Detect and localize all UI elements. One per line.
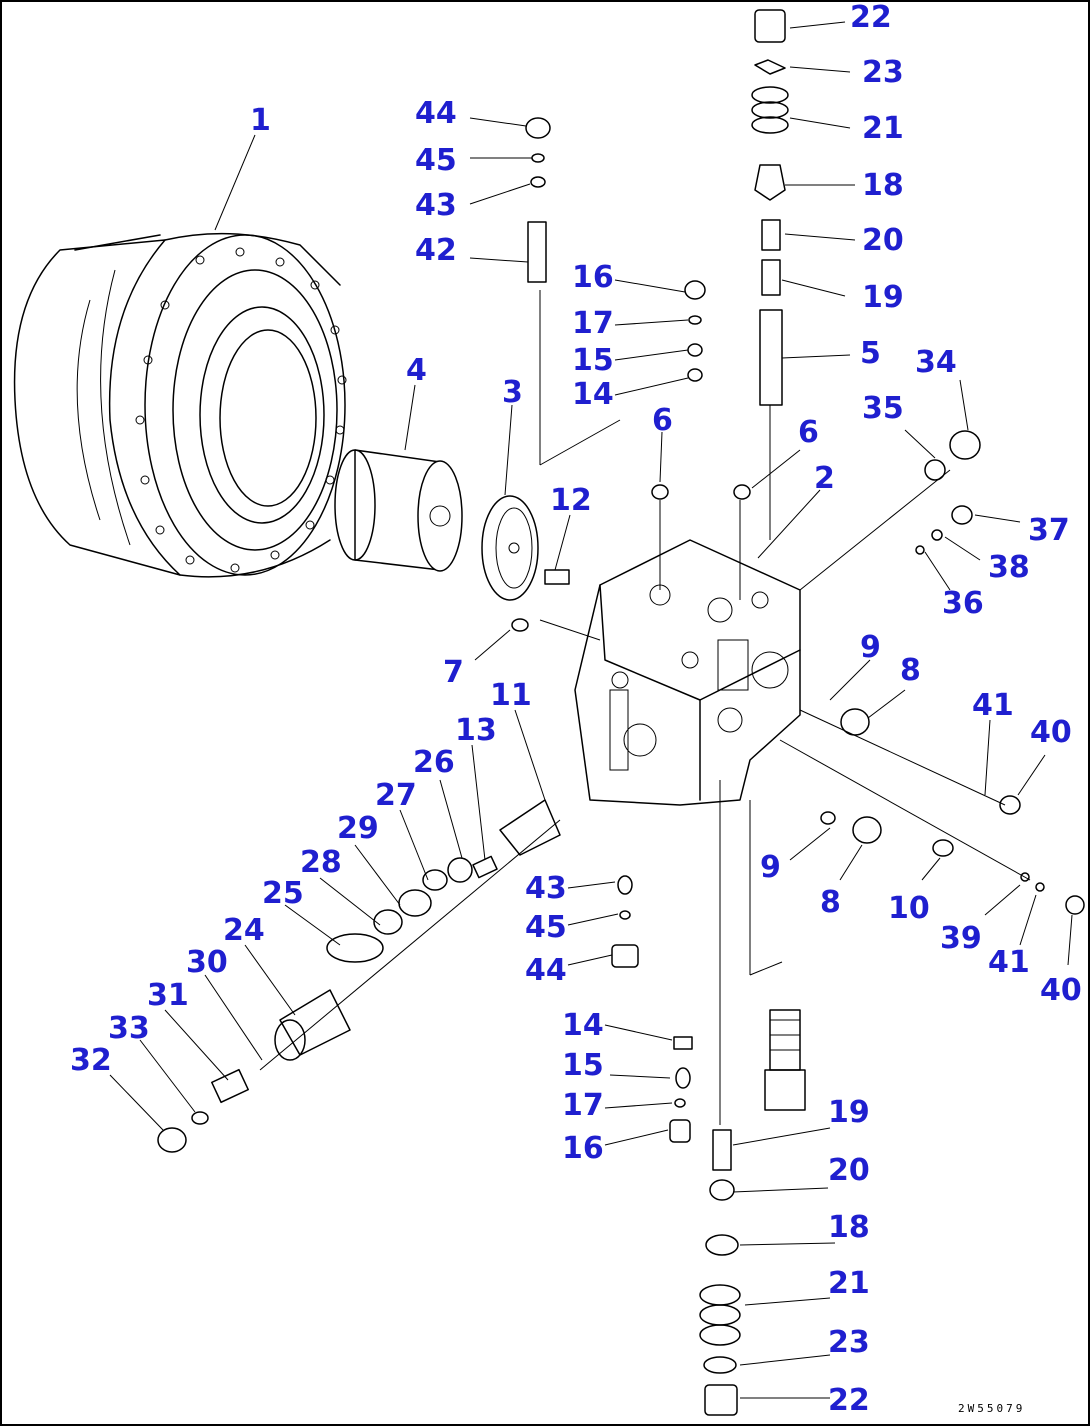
- callout-label: 8: [900, 653, 921, 688]
- callout-label: 1: [250, 103, 271, 138]
- solenoid-valve: [764, 1009, 806, 1111]
- callout-label: 43: [525, 871, 567, 906]
- callout-label: 21: [828, 1266, 870, 1301]
- callout-label: 40: [1040, 973, 1082, 1008]
- callout-label: 7: [443, 655, 464, 690]
- callout-label: 28: [300, 845, 342, 880]
- callout-labels: 22 23 21 18 20 19 5 44 45 43 42 1 16 17 …: [70, 0, 1082, 1418]
- callout-label: 9: [860, 630, 881, 665]
- callout-label: 25: [262, 876, 304, 911]
- callout-label: 42: [415, 233, 457, 268]
- callout-label: 34: [915, 345, 957, 380]
- callout-label: 11: [490, 678, 532, 713]
- callout-label: 35: [862, 391, 904, 426]
- callout-label: 32: [70, 1043, 112, 1078]
- small-parts: [511, 117, 1085, 1143]
- callout-label: 16: [562, 1131, 604, 1166]
- callout-label: 5: [860, 336, 881, 371]
- callout-label: 27: [375, 778, 417, 813]
- callout-label: 40: [1030, 715, 1072, 750]
- callout-label: 30: [186, 945, 228, 980]
- callout-label: 14: [572, 377, 614, 412]
- housing-part-1: [13, 232, 347, 578]
- callout-label: 31: [147, 978, 189, 1013]
- callout-label: 23: [828, 1325, 870, 1360]
- callout-label: 14: [562, 1008, 604, 1043]
- callout-label: 44: [525, 953, 567, 988]
- drum-part-4: [334, 449, 463, 572]
- leader-lines: [109, 21, 1073, 1399]
- callout-label: 18: [862, 168, 904, 203]
- callout-label: 21: [862, 111, 904, 146]
- callout-label: 8: [820, 885, 841, 920]
- callout-label: 16: [572, 260, 614, 295]
- callout-label: 22: [828, 1383, 870, 1418]
- callout-label: 45: [525, 910, 567, 945]
- drawing-code: 2W55079: [958, 1402, 1025, 1415]
- callout-label: 41: [972, 688, 1014, 723]
- callout-label: 9: [760, 850, 781, 885]
- callout-label: 19: [828, 1095, 870, 1130]
- callout-label: 20: [828, 1153, 870, 1188]
- callout-label: 43: [415, 188, 457, 223]
- valve-body: [574, 539, 801, 806]
- callout-label: 41: [988, 945, 1030, 980]
- callout-label: 19: [862, 280, 904, 315]
- callout-label: 29: [337, 811, 379, 846]
- callout-label: 13: [455, 713, 497, 748]
- callout-label: 44: [415, 96, 457, 131]
- callout-label: 33: [108, 1011, 150, 1046]
- callout-label: 12: [550, 483, 592, 518]
- callout-label: 17: [572, 306, 614, 341]
- callout-label: 10: [888, 891, 930, 926]
- callout-label: 24: [223, 913, 265, 948]
- callout-label: 26: [413, 745, 455, 780]
- callout-label: 39: [940, 921, 982, 956]
- callout-label: 6: [652, 403, 673, 438]
- callout-label: 4: [406, 353, 427, 388]
- spool-stack-top: [751, 9, 789, 540]
- callout-label: 2: [814, 461, 835, 496]
- callout-label: 36: [942, 586, 984, 621]
- callout-label: 6: [798, 415, 819, 450]
- spool-stack-bottom: [699, 780, 741, 1416]
- callout-label: 38: [988, 550, 1030, 585]
- callout-label: 15: [562, 1048, 604, 1083]
- callout-label: 3: [502, 375, 523, 410]
- callout-label: 37: [1028, 513, 1070, 548]
- disc-part-3: [481, 495, 539, 601]
- callout-label: 22: [850, 0, 892, 35]
- callout-label: 45: [415, 143, 457, 178]
- callout-label: 20: [862, 223, 904, 258]
- callout-label: 15: [572, 343, 614, 378]
- callout-label: 18: [828, 1210, 870, 1245]
- callout-label: 23: [862, 55, 904, 90]
- callout-label: 17: [562, 1088, 604, 1123]
